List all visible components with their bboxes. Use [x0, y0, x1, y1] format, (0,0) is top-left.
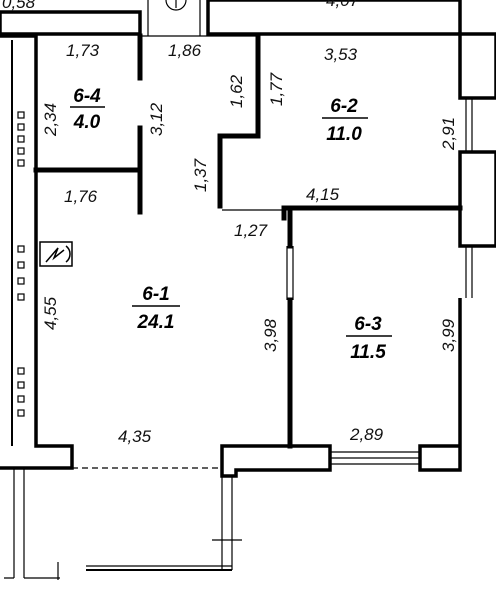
room-label-6-4: 6-4 4.0	[70, 86, 105, 133]
dimension-label: 4,15	[306, 185, 340, 204]
dimension-label: 1,76	[64, 187, 98, 206]
dimension-label: 3,99	[439, 318, 458, 352]
dimension-label: 2,91	[439, 117, 458, 151]
dimension-label: 1,73	[66, 41, 100, 60]
vent-squares	[17, 111, 25, 417]
room-label-6-2: 6-2 11.0	[322, 96, 368, 145]
vent-square	[17, 111, 25, 119]
vent-square	[17, 409, 25, 417]
vent-square	[17, 381, 25, 389]
room-id: 6-1	[142, 284, 169, 305]
dimension-label: 1,37	[191, 158, 210, 192]
dimension-label: 1,27	[234, 221, 268, 240]
dimension-label: 1,77	[267, 72, 286, 106]
room-id: 6-3	[354, 314, 382, 335]
dimension-label: 3,98	[261, 318, 280, 352]
dimension-label: 4,35	[118, 427, 152, 446]
vent-square	[17, 261, 25, 269]
vent-square	[17, 395, 25, 403]
dimension-label: 3,53	[324, 45, 358, 64]
wall-top-left	[0, 10, 142, 36]
vent-square	[17, 123, 25, 131]
room-area: 24.1	[137, 312, 175, 333]
room-id: 6-2	[330, 96, 358, 117]
wall-6-2-left	[217, 33, 261, 209]
dimension-label: 2,34	[41, 103, 60, 137]
dimension-label: 4,07	[326, 0, 360, 10]
vent-square	[17, 293, 25, 301]
vent-square	[17, 367, 25, 375]
dimension-label: 3,12	[147, 102, 166, 136]
vent-square	[17, 147, 25, 155]
room-label-6-1: 6-1 24.1	[132, 284, 180, 333]
walls	[0, 0, 496, 478]
entrance-arc	[165, 0, 187, 11]
vent-square	[17, 135, 25, 143]
dimension-label: 0,58	[2, 0, 36, 12]
dimension-label: 1,62	[227, 74, 246, 108]
wall-left	[0, 34, 74, 470]
vent-square	[17, 159, 25, 167]
room-area: 11.5	[350, 342, 386, 363]
wall-right-upper	[458, 32, 496, 100]
vent-square	[17, 277, 25, 285]
thin-lines	[4, 0, 473, 580]
room-area: 4.0	[73, 112, 101, 133]
balcony-outline	[4, 468, 233, 579]
interior-walls	[33, 33, 463, 449]
electrical-panel-icon	[39, 241, 73, 267]
dimension-label: 4,55	[41, 296, 60, 330]
dimension-labels-horizontal: 0,58 4,07 1,73 1,86 3,53 1,76 4,15 1,27 …	[2, 0, 384, 446]
wall-right-middle	[458, 150, 496, 248]
dimension-labels-vertical: 2,34 3,12 1,62 1,77 2,91 1,37 4,55 3,98 …	[41, 72, 458, 352]
room-id: 6-4	[73, 86, 101, 107]
room-label-6-3: 6-3 11.5	[346, 314, 392, 363]
vent-square	[17, 245, 25, 253]
wall-right-lower	[418, 298, 462, 472]
dimension-label: 2,89	[349, 425, 384, 444]
room-area: 11.0	[326, 124, 362, 145]
wall-bottom-middle	[220, 444, 332, 478]
dimension-label: 1,86	[168, 41, 202, 60]
